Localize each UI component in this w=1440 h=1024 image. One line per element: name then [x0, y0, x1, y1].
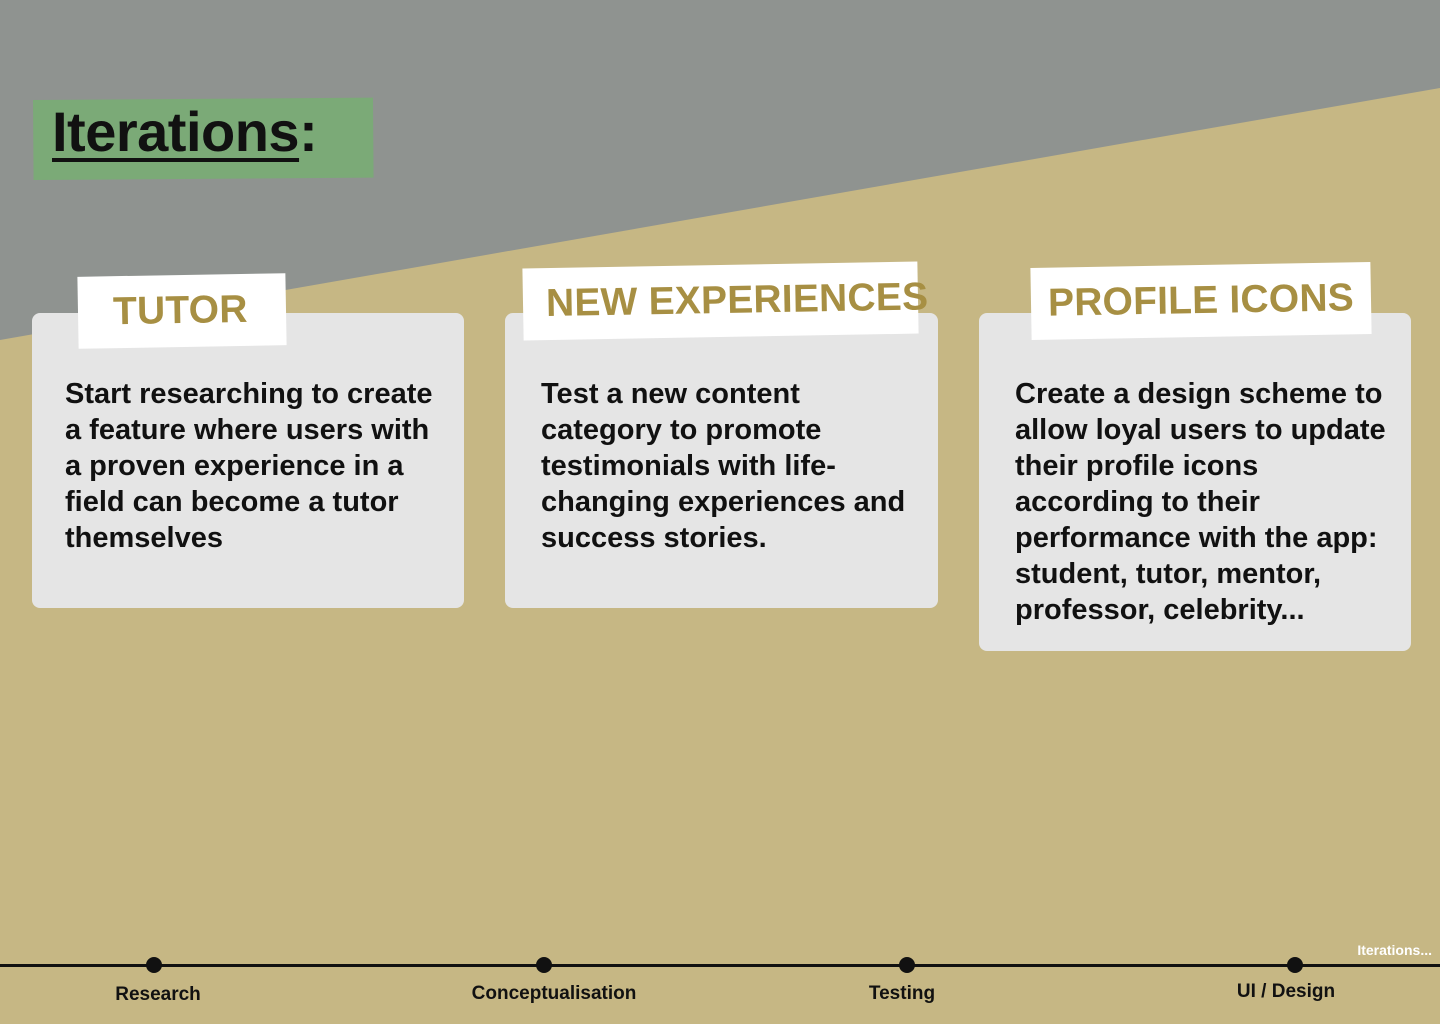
timeline-current-tag: Iterations...: [1357, 942, 1432, 958]
card-new-experiences-body: Test a new content category to promote t…: [541, 378, 906, 554]
page-title-suffix: :: [299, 100, 318, 163]
timeline-dot-ui-design: [1287, 957, 1303, 973]
timeline-label-ui-design: UI / Design: [1236, 981, 1336, 1002]
page-title: Iterations:: [52, 104, 318, 160]
timeline-dot-research: [146, 957, 162, 973]
timeline-label-testing: Testing: [868, 983, 936, 1004]
page-title-word: Iterations: [52, 100, 300, 163]
card-tutor-body: Start researching to create a feature wh…: [65, 378, 433, 554]
timeline-dot-testing: [899, 957, 915, 973]
card-tutor-label-box: TUTOR: [77, 273, 287, 349]
card-profile-icons: [979, 313, 1411, 651]
card-profile-icons-label-box: PROFILE ICONS: [1030, 262, 1372, 340]
timeline-dot-conceptualisation: [536, 957, 552, 973]
card-new-experiences: [505, 313, 938, 608]
card-tutor-label: TUTOR: [112, 287, 248, 334]
card-new-experiences-label-box: NEW EXPERIENCES: [522, 261, 929, 341]
card-profile-icons-label: PROFILE ICONS: [1047, 276, 1355, 325]
timeline-label-conceptualisation: Conceptualisation: [471, 983, 637, 1004]
timeline-line: [0, 964, 1440, 967]
card-tutor: [32, 313, 464, 608]
card-new-experiences-label: NEW EXPERIENCES: [545, 275, 929, 326]
card-profile-icons-body: Create a design scheme to allow loyal us…: [1015, 378, 1386, 626]
timeline-label-research: Research: [115, 984, 201, 1005]
